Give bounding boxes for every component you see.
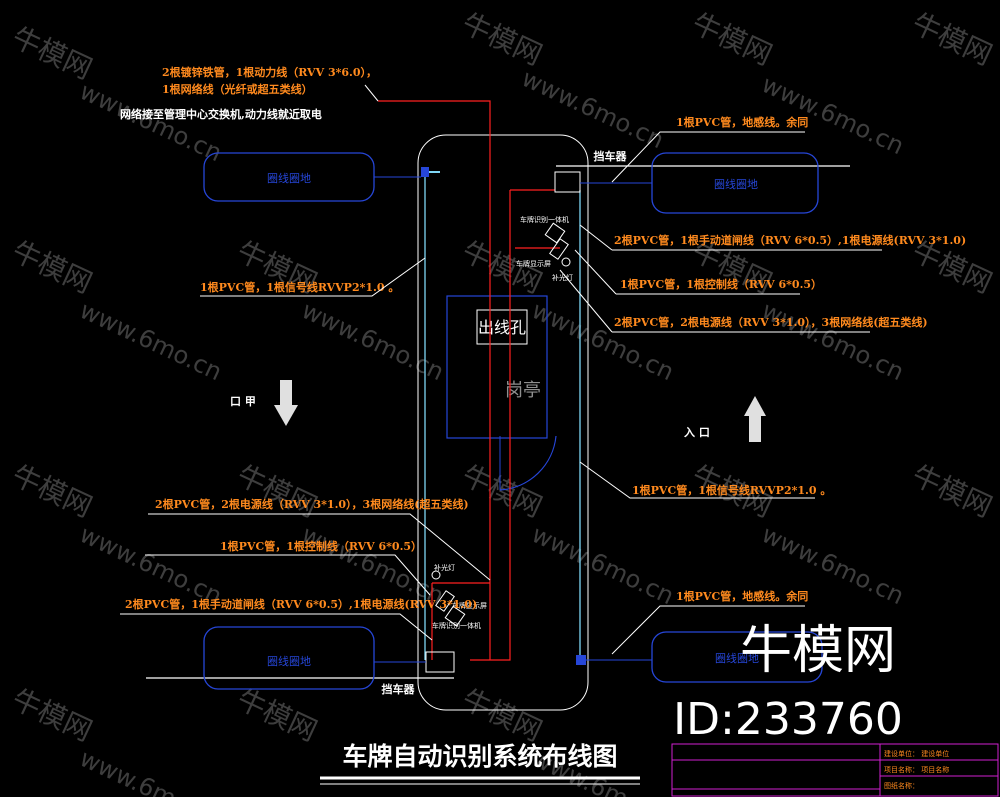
annotation-right-signal: 1根PVC管，1根信号线RVVP2*1.0 。	[632, 483, 831, 497]
red-cable-right	[470, 190, 511, 661]
leader-line	[579, 461, 815, 499]
annotation-top-left-2: 1根网络线（光纤或超五类线）	[162, 82, 313, 96]
junction-box-bottom	[576, 655, 586, 665]
camera-icon	[544, 222, 566, 244]
device-label: 补光灯	[552, 273, 573, 282]
watermark-brand: 牛模网	[7, 234, 97, 299]
annotation-right-power-net: 2根PVC管，2根电源线（RVV 3*1.0），3根网络线(超五类线)	[614, 315, 928, 329]
device-cluster-bottom: 补光灯 车牌显示屏 车牌识别一体机	[431, 563, 487, 630]
annotation-left-control: 1根PVC管，1根控制线（RVV 6*0.5）	[220, 539, 422, 553]
leader-line	[145, 554, 431, 596]
camera-icon	[444, 605, 466, 627]
title-block-row: 项目名称： 项目名称	[884, 765, 949, 774]
title-block-row: 建设单位： 建设单位	[884, 749, 949, 758]
leader-line	[579, 224, 613, 251]
annotation-right-top-ground: 1根PVC管，地感线。余同	[676, 115, 808, 129]
watermark-site: www.6mo.cn	[75, 296, 226, 386]
leader-line	[364, 84, 379, 102]
watermark-site: www.6mo.cn	[527, 296, 678, 386]
booth-outline	[446, 295, 548, 439]
title-block-row: 图纸名称：	[884, 781, 919, 790]
leader-line	[200, 257, 426, 297]
watermark-site: www.6mo.cn	[757, 296, 908, 386]
device-label: 车牌显示屏	[516, 259, 551, 268]
title-block: 建设单位： 建设单位 项目名称： 项目名称 图纸名称：	[671, 743, 999, 797]
device-label: 车牌显示屏	[452, 601, 487, 610]
watermark-brand: 牛模网	[7, 682, 97, 747]
watermark-brand-large: 牛模网	[740, 621, 896, 681]
annotation-right-bottom-ground: 1根PVC管，地感线。余同	[676, 589, 808, 603]
red-cable-main	[378, 100, 491, 660]
watermark-brand: 牛模网	[7, 458, 97, 523]
watermark-site: www.6mo.cn	[517, 64, 668, 154]
watermark-brand: 牛模网	[457, 6, 547, 71]
leader-line	[574, 249, 617, 295]
watermark-brand: 牛模网	[7, 20, 97, 85]
induction-loop-bottom-right	[651, 631, 823, 683]
device-label: 车牌识别一体机	[432, 621, 481, 630]
exit-arrow-icon	[274, 380, 298, 426]
loop-label: 圈线圈地	[267, 654, 311, 668]
watermark-brand: 牛模网	[232, 682, 322, 747]
annotation-right-control: 1根PVC管，1根控制线（RVV 6*0.5）	[620, 277, 822, 291]
loop-label: 圈线圈地	[715, 651, 759, 665]
device-label: 车牌识别一体机	[520, 215, 569, 224]
junction-box-top	[421, 167, 429, 177]
watermark-brand: 牛模网	[907, 6, 997, 71]
light-icon	[561, 257, 571, 267]
entry-label: 入 口	[684, 426, 710, 439]
watermark-id: ID:233760	[673, 694, 903, 745]
leader-line	[559, 269, 613, 333]
barrier-bottom-label: 挡车器	[382, 682, 416, 696]
watermark-site: www.6mo.cn	[75, 520, 226, 610]
annotation-left-motor: 2根PVC管，1根手动道闸线（RVV 6*0.5）,1根电源线(RVV 3*1.…	[125, 597, 477, 611]
loop-label: 圈线圈地	[714, 177, 758, 191]
leader-line	[120, 613, 433, 641]
induction-loop-bottom-left	[203, 626, 375, 690]
light-icon	[431, 570, 441, 580]
device-label: 补光灯	[434, 563, 455, 572]
lane-outline	[417, 134, 589, 711]
leader-line	[611, 605, 805, 655]
annotation-top-left-3: 网络接至管理中心交换机,动力线就近取电	[120, 107, 322, 121]
display-icon	[549, 238, 569, 260]
cable-hole-box	[476, 309, 528, 345]
leader-line	[148, 513, 491, 581]
entry-arrow-icon	[744, 396, 766, 442]
watermark-brand: 牛模网	[457, 682, 547, 747]
watermark-brand: 牛模网	[687, 6, 777, 71]
watermark-site: www.6mo.cn	[527, 520, 678, 610]
annotation-top-left-1: 2根镀锌铁管，1根动力线（RVV 3*6.0），	[162, 65, 377, 79]
barrier-top-label: 挡车器	[594, 149, 628, 163]
loop-label: 圈线圈地	[267, 171, 311, 185]
annotation-left-signal: 1根PVC管，1根信号线RVVP2*1.0 。	[200, 280, 399, 294]
watermark-brand: 牛模网	[907, 458, 997, 523]
watermark-site: www.6mo.cn	[75, 744, 226, 797]
annotation-left-power-net: 2根PVC管，2根电源线（RVV 3*1.0），3根网络线(超五类线)	[155, 497, 469, 511]
leader-line	[611, 131, 805, 183]
display-icon	[435, 590, 455, 612]
barrier-gate-bottom	[425, 651, 455, 673]
drawing-title: 车牌自动识别系统布线图	[342, 742, 617, 771]
watermark-brand: 牛模网	[457, 458, 547, 523]
booth-label: 岗亭	[505, 380, 541, 401]
annotation-right-motor: 2根PVC管，1根手动道闸线（RVV 6*0.5）,1根电源线(RVV 3*1.…	[614, 233, 966, 247]
exit-label: 口 甲	[230, 395, 256, 408]
cable-hole-label: 出线孔	[478, 318, 526, 337]
barrier-gate-top	[554, 171, 581, 193]
device-cluster-top: 车牌识别一体机 车牌显示屏 补光灯	[516, 215, 573, 282]
